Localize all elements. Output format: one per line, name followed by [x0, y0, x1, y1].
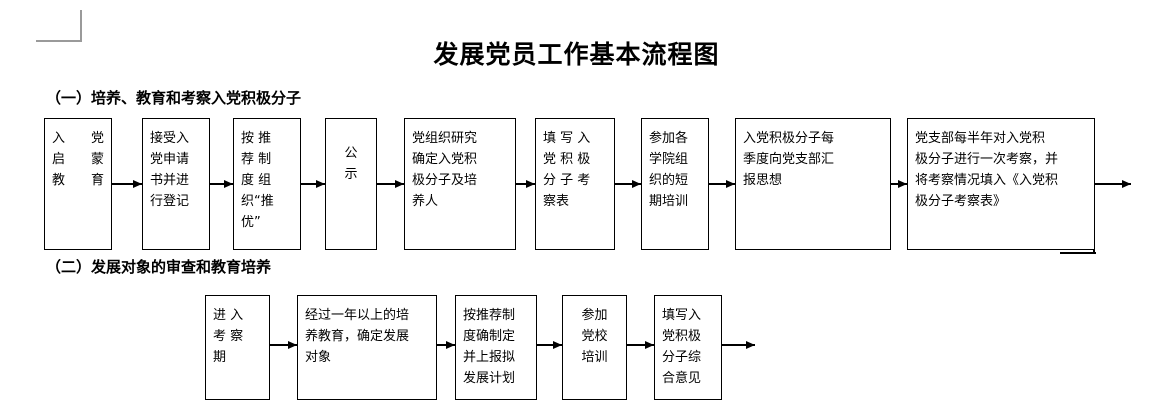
- arrow-s1-3-to-4: [301, 180, 325, 189]
- flow-box-label: 参加各 学院组 织的短 期培训: [649, 131, 689, 209]
- flow-box-label: 参加 党校 培训: [581, 308, 608, 365]
- arrow-s1-exit: [1095, 180, 1131, 189]
- section-heading-two: （二）发展对象的审查和教育培养: [46, 258, 272, 276]
- arrow-s1-2-to-3: [210, 180, 233, 189]
- flow-box-s2-5: 填写入 党积极 分子综 合意见: [654, 295, 722, 400]
- arrow-s2-1-to-2: [270, 341, 297, 350]
- section-heading-one: （一）培养、教育和考察入党积极分子: [46, 89, 302, 107]
- flow-box-label: 入 党 启 蒙 教 育: [52, 131, 104, 188]
- flow-box-s1-8: 入党积极分子每 季度向党支部汇 报思想: [735, 118, 891, 250]
- flow-box-label: 填 写 入 党 积 极 分 子 考 察表: [543, 131, 591, 209]
- arrow-s2-4-to-5: [627, 341, 654, 350]
- arrow-s1-5-to-6: [516, 180, 535, 189]
- flow-box-label: 经过一年以上的培 养教育，确定发展 对象: [305, 308, 410, 365]
- flow-box-s2-3: 按推荐制 度确制定 并上报拟 发展计划: [455, 295, 537, 400]
- flow-box-s1-7: 参加各 学院组 织的短 期培训: [641, 118, 709, 250]
- arrow-s2-3-to-4: [537, 341, 562, 350]
- flow-box-s2-1: 进 入 考 察 期: [205, 295, 270, 400]
- flow-box-label: 按推荐制 度确制定 并上报拟 发展计划: [463, 308, 516, 386]
- arrow-s1-8-to-9: [891, 180, 907, 189]
- flow-box-s1-9: 党支部每半年对入党积 极分子进行一次考察，并 将考察情况填入《入党积 极分子考察…: [907, 118, 1095, 250]
- flow-box-label: 按 推 荐 制 度 组 织“推 优”: [241, 131, 274, 230]
- flow-box-label: 进 入 考 察 期: [213, 308, 244, 365]
- flow-box-s2-4: 参加 党校 培训: [562, 295, 627, 400]
- flow-box-label: 党支部每半年对入党积 极分子进行一次考察，并 将考察情况填入《入党积 极分子考察…: [915, 131, 1059, 209]
- arrow-s1-7-to-8: [709, 180, 735, 189]
- flow-box-label: 党组织研究 确定入党积 极分子及培 养人: [412, 131, 478, 209]
- flow-box-s1-2: 接受入 党申请 书并进 行登记: [142, 118, 210, 250]
- arrow-s2-2-to-3: [437, 341, 455, 350]
- flow-box-label: 填写入 党积极 分子综 合意见: [662, 308, 702, 386]
- arrow-s1-4-to-5: [377, 180, 404, 189]
- arrow-s1-1-to-2: [112, 180, 142, 189]
- arrow-s2-exit: [722, 341, 755, 350]
- flow-box-s1-6: 填 写 入 党 积 极 分 子 考 察表: [535, 118, 615, 250]
- flow-box-s1-3: 按 推 荐 制 度 组 织“推 优”: [233, 118, 301, 250]
- page-title: 发展党员工作基本流程图: [433, 40, 720, 69]
- flow-box-label: 公 示: [344, 146, 358, 182]
- crop-mark-top-left: [36, 10, 82, 42]
- flow-box-label: 入党积极分子每 季度向党支部汇 报思想: [743, 131, 835, 188]
- flow-box-s2-2: 经过一年以上的培 养教育，确定发展 对象: [297, 295, 437, 400]
- flow-box-label: 接受入 党申请 书并进 行登记: [150, 131, 190, 209]
- flow-box-s1-4: 公 示: [325, 118, 377, 250]
- arrow-s1-6-to-7: [615, 180, 641, 189]
- flow-box-s1-5: 党组织研究 确定入党积 极分子及培 养人: [404, 118, 516, 250]
- flow-box-s1-1: 入 党 启 蒙 教 育: [44, 118, 112, 250]
